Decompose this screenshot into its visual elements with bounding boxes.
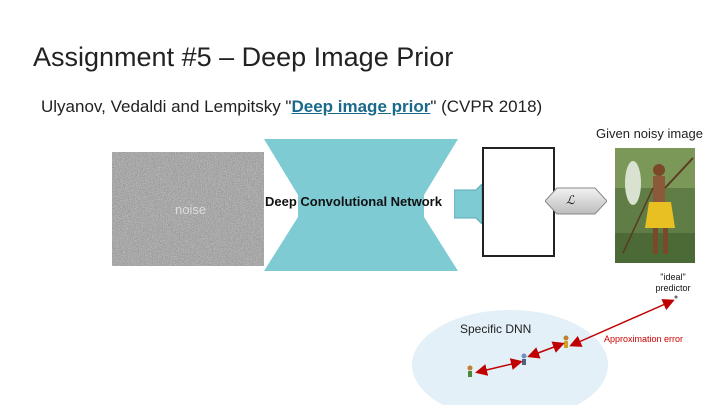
ideal-predictor-label: "ideal" predictor — [655, 272, 691, 293]
paper-link[interactable]: Deep image prior — [291, 97, 431, 116]
dnn-training-arrow — [527, 341, 565, 359]
loss-symbol: ℒ — [566, 193, 575, 207]
citation-prefix: Ulyanov, Vedaldi and Lempitsky " — [41, 97, 292, 116]
approximation-error-label: Approximation error — [604, 334, 684, 344]
dnn-space-ellipse — [412, 310, 608, 405]
sample-model-icon — [521, 353, 527, 365]
noise-texture — [112, 152, 264, 266]
given-noisy-image-label: Given noisy image — [596, 126, 703, 141]
specific-dnn-icon — [563, 335, 569, 348]
noise-label: noise — [175, 202, 207, 217]
network-body — [264, 139, 458, 271]
network-hourglass-shape — [264, 139, 458, 271]
paper-citation: Ulyanov, Vedaldi and Lempitsky "Deep ima… — [41, 97, 542, 117]
citation-suffix: " (CVPR 2018) — [430, 97, 543, 116]
noisy-photo-image — [615, 148, 695, 263]
loss-block — [545, 187, 607, 215]
ideal-predictor-icon — [674, 295, 678, 299]
slide-title: Assignment #5 – Deep Image Prior — [33, 42, 454, 72]
network-label: Deep Convolutional Network — [265, 194, 442, 209]
network-output-connector — [454, 184, 483, 224]
sample-model-icon — [467, 365, 473, 377]
approximation-error-arrow — [569, 299, 675, 347]
noise-input-image — [112, 152, 264, 266]
dnn-training-arrow — [475, 358, 523, 376]
specific-dnn-label: Specific DNN — [460, 322, 532, 336]
